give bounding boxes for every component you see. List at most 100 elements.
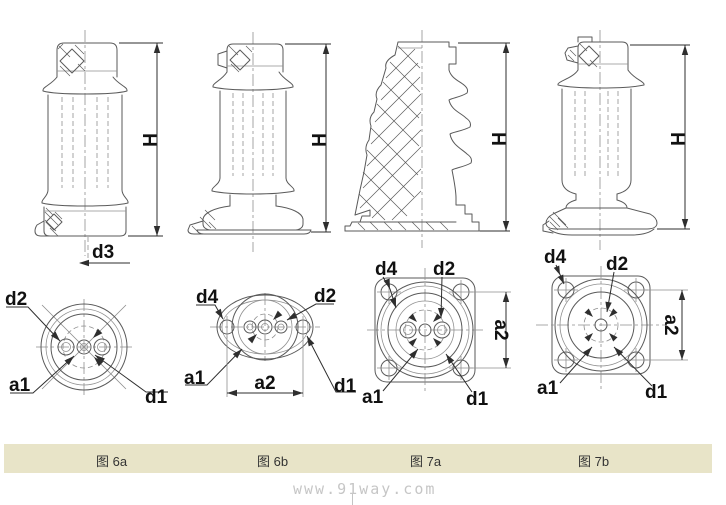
body [561, 88, 632, 209]
dim-label-h-7b: H [666, 132, 687, 146]
arrow-up [502, 292, 510, 302]
diagonal-leader-lines [41, 304, 127, 390]
base [542, 207, 658, 236]
caption-fig7a: 图 7a [410, 454, 442, 469]
arrow-down [153, 226, 161, 236]
a2-dimension: a2 [470, 291, 511, 369]
caption-fig7b: 图 7b [578, 454, 610, 469]
arrow-up [153, 43, 161, 53]
center-arrow-sw [408, 338, 417, 347]
center-arrow-se [609, 333, 618, 342]
center-arrow-se [94, 357, 104, 367]
dim-label-d2-6a: d2 [5, 289, 27, 310]
base [187, 205, 312, 235]
insulator-6a-side-view: H d3 [34, 30, 163, 267]
caption-fig6b: 图 6b [257, 454, 289, 469]
arrow-up [502, 43, 510, 53]
dim-label-d1-7a: d1 [466, 389, 489, 410]
dim-label-d4-6b: d4 [196, 287, 219, 308]
flange-outline [216, 293, 314, 361]
arrow-up [681, 45, 689, 55]
mounting-holes [219, 316, 311, 338]
dim-label-d1-6a: d1 [145, 387, 168, 408]
caption-fig6a: 图 6a [96, 454, 128, 469]
mounting-holes [57, 338, 111, 356]
dim-label-d4-7a: d4 [375, 259, 398, 280]
center-arrow-se [433, 338, 442, 347]
dim-label-a1-6b: a1 [184, 368, 206, 389]
cap [564, 36, 629, 71]
arrow-up [322, 44, 330, 54]
base [34, 206, 127, 237]
dim-label-d2-7b: d2 [606, 254, 628, 275]
dim-label-h-6a: H [138, 133, 159, 147]
dim-label-d1-6b: d1 [334, 376, 357, 397]
watermark-tick [352, 494, 353, 505]
leader-a1: a1 [537, 346, 593, 399]
leader-d4: d4 [196, 287, 224, 320]
center-arrow-ne [433, 313, 442, 322]
arrow-left [227, 389, 237, 397]
dim-label-d3: d3 [92, 242, 114, 263]
h-dimension: H [630, 44, 690, 230]
insulator-6b-bottom-view: d4 d2 a1 d1 a2 [184, 286, 357, 397]
corner-holes [554, 278, 648, 372]
leader-d2: d2 [605, 254, 628, 313]
arrow-down [322, 222, 330, 232]
dim-label-a2-7b: a2 [660, 314, 681, 335]
center-arrow-nw [584, 308, 593, 317]
flange-circles [376, 281, 474, 379]
d3-dimension: d3 [79, 237, 130, 267]
center-arrow-ne [93, 328, 103, 338]
leader-d1: d1 [445, 353, 489, 410]
leader-d2: d2 [286, 286, 336, 321]
dim-label-d4-7b: d4 [544, 247, 567, 268]
arrow-left [79, 259, 89, 267]
centerlines [367, 268, 483, 394]
shed-skirt [42, 76, 128, 95]
leader-d4: d4 [375, 259, 398, 309]
a2-dimension: a2 [226, 336, 304, 397]
leader-d2: d2 [433, 259, 455, 319]
arrow-down [502, 221, 510, 231]
cap [56, 42, 118, 78]
insulator-7a-side-view: H [344, 30, 510, 248]
insulator-7b-side-view: H [542, 30, 690, 250]
body [41, 94, 129, 207]
leader-d1: d1 [94, 354, 168, 408]
h-dimension: H [119, 42, 163, 237]
flange-circles [554, 278, 648, 372]
dim-label-d2-6b: d2 [314, 286, 336, 307]
arrow-down [678, 350, 686, 360]
dim-label-d2-7a: d2 [433, 259, 455, 280]
center-arrow-ne [609, 308, 618, 317]
watermark-text: www.91way.com [293, 480, 437, 498]
arrow-right [293, 389, 303, 397]
technical-drawing: H d3 [5, 30, 690, 410]
dim-label-a1-7b: a1 [537, 378, 559, 399]
dim-label-a1-6a: a1 [9, 375, 31, 396]
insulator-7b-bottom-view: d4 d2 a1 d1 a2 [536, 247, 688, 403]
cap [217, 43, 284, 73]
body [211, 90, 295, 207]
leader-d1: d1 [306, 335, 357, 397]
corner-holes [377, 280, 473, 380]
shed-skirt [557, 69, 645, 89]
leader-d4: d4 [544, 247, 567, 285]
dim-label-d1-7b: d1 [645, 382, 668, 403]
dim-label-a2-6b: a2 [254, 373, 275, 394]
h-dimension: H [285, 43, 331, 233]
insulator-6b-side-view: H [187, 32, 331, 252]
profile-right [421, 41, 480, 232]
center-arrow-sw [247, 334, 257, 344]
a2-dimension: a2 [644, 289, 688, 361]
dim-label-a2-7a: a2 [490, 319, 511, 340]
centerlines [210, 293, 320, 361]
leader-d2: d2 [5, 289, 61, 342]
insulator-7a-bottom-view: d4 d2 a1 d1 a2 [362, 259, 511, 410]
dim-label-h-6b: H [307, 133, 328, 147]
section-left [344, 41, 481, 232]
center-arrow-nw [408, 313, 417, 322]
leader-a1: a1 [9, 355, 75, 396]
